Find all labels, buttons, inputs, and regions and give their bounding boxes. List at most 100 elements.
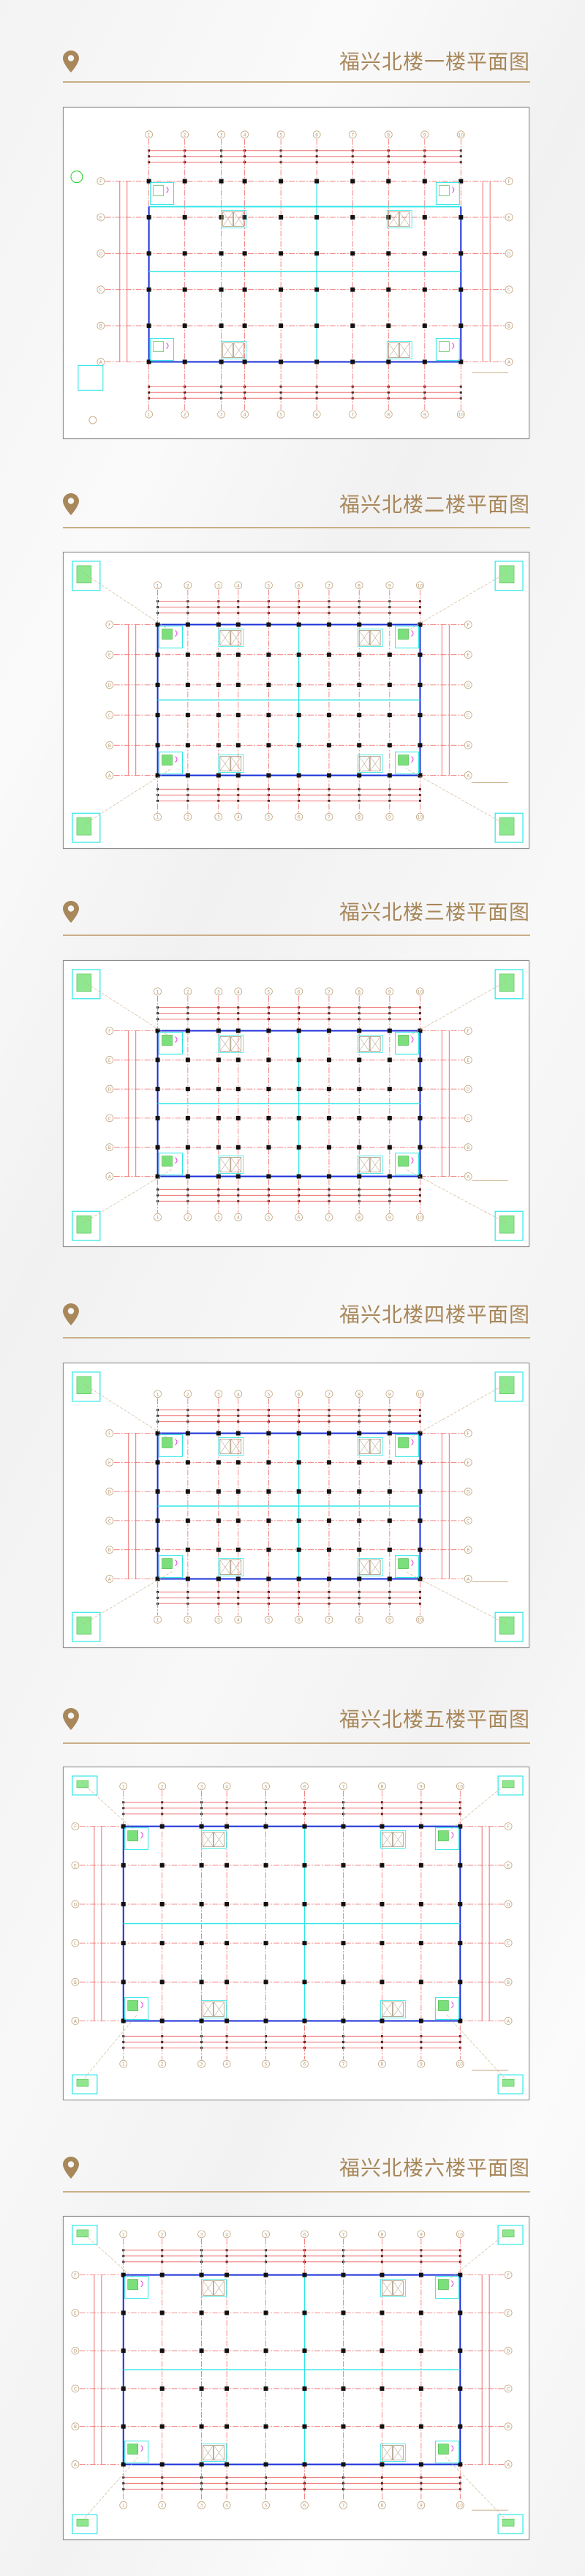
axis-label: 4 (237, 1216, 240, 1221)
axis-label: 4 (225, 2504, 228, 2509)
dimension-tick (186, 1590, 189, 1593)
axis-bubble (301, 2230, 309, 2239)
structural-column (185, 1460, 190, 1465)
structural-column (159, 2310, 165, 2315)
axis-bubble (262, 2059, 270, 2068)
axis-bubble (154, 1213, 162, 1221)
axis-bubble (71, 2309, 80, 2317)
structural-column (266, 1576, 271, 1581)
stair-detail-plan (405, 1571, 524, 1642)
axis-bubble (265, 987, 273, 996)
axis-bubble (97, 213, 105, 222)
axis-label: D (74, 1902, 78, 1907)
axis-bubble (295, 581, 303, 590)
axis-label: 10 (418, 815, 423, 820)
axis-label: 9 (423, 413, 426, 418)
axis-bubble (456, 410, 465, 419)
structural-column (235, 1489, 241, 1494)
structural-column (422, 287, 427, 292)
structural-column (279, 287, 284, 292)
axis-label: F (74, 1824, 77, 1830)
axis-bubble (355, 987, 363, 996)
dimension-tick (298, 1415, 301, 1418)
axis-bubble (464, 1085, 472, 1093)
stairwell (434, 2441, 459, 2463)
dimension-tick (298, 1596, 301, 1599)
structural-column (235, 1518, 241, 1523)
axis-bubble (184, 987, 192, 996)
structural-column (266, 1174, 271, 1179)
axis-label: 10 (418, 583, 423, 588)
structural-column (235, 773, 241, 778)
structural-column (458, 2424, 463, 2429)
axis-bubble (154, 812, 162, 821)
axis-bubble (71, 1861, 80, 1870)
axis-label: 6 (315, 132, 318, 138)
axis-label: A (507, 360, 511, 365)
structural-column (458, 214, 464, 220)
axis-label: D (467, 1087, 470, 1093)
dimension-tick (186, 1596, 189, 1599)
structural-column (121, 2348, 126, 2354)
axis-label: C (108, 1519, 111, 1524)
axis-label: 2 (184, 413, 186, 418)
structural-column (302, 1901, 307, 1906)
dimension-tick (380, 2040, 383, 2043)
structural-column (224, 2424, 230, 2429)
structural-column (235, 1174, 241, 1179)
structural-column (422, 179, 427, 184)
structural-column (418, 2462, 423, 2467)
axis-bubble (265, 1390, 273, 1399)
structural-column (418, 2348, 423, 2354)
structural-column (185, 1057, 190, 1063)
structural-column (159, 2386, 165, 2391)
structural-column (387, 1115, 392, 1120)
structural-column (185, 652, 190, 657)
structural-column (263, 1862, 268, 1868)
structural-column (418, 743, 423, 748)
structural-column (242, 251, 247, 256)
axis-bubble (505, 321, 513, 330)
elevator-shaft (386, 341, 412, 359)
stairwell (395, 1153, 419, 1175)
axis-label: 5 (265, 1784, 268, 1789)
structural-column (418, 1145, 423, 1150)
structural-column (458, 359, 464, 364)
elevator-shaft (357, 1437, 383, 1456)
structural-column (121, 2272, 126, 2277)
structural-column (155, 1489, 160, 1494)
axis-label: F (108, 1029, 111, 1034)
stairwell (159, 1434, 183, 1457)
dimension-tick (186, 1194, 189, 1197)
stairwell (124, 2276, 149, 2299)
dimension-tick (186, 1415, 189, 1418)
structural-column (185, 713, 190, 718)
structural-column (279, 251, 284, 256)
axis-label: 2 (161, 2062, 164, 2067)
structural-column (185, 1028, 190, 1033)
structural-column (121, 1941, 126, 1946)
axis-label: D (507, 1902, 510, 1907)
axis-bubble (97, 177, 105, 185)
axis-label: E (74, 1863, 77, 1868)
structural-column (387, 1547, 392, 1552)
axis-bubble (464, 1027, 472, 1035)
axis-bubble (325, 1213, 333, 1221)
axis-label: 7 (328, 1216, 331, 1221)
dimension-tick (418, 1596, 421, 1599)
axis-bubble (505, 249, 513, 258)
section-header: 福兴北楼三楼平面图 (63, 898, 530, 927)
structural-column (224, 2272, 230, 2277)
axis-bubble (456, 2059, 464, 2068)
structural-column (418, 1087, 423, 1092)
structural-column (418, 1460, 423, 1465)
structural-column (418, 1489, 423, 1494)
structural-column (182, 287, 187, 292)
